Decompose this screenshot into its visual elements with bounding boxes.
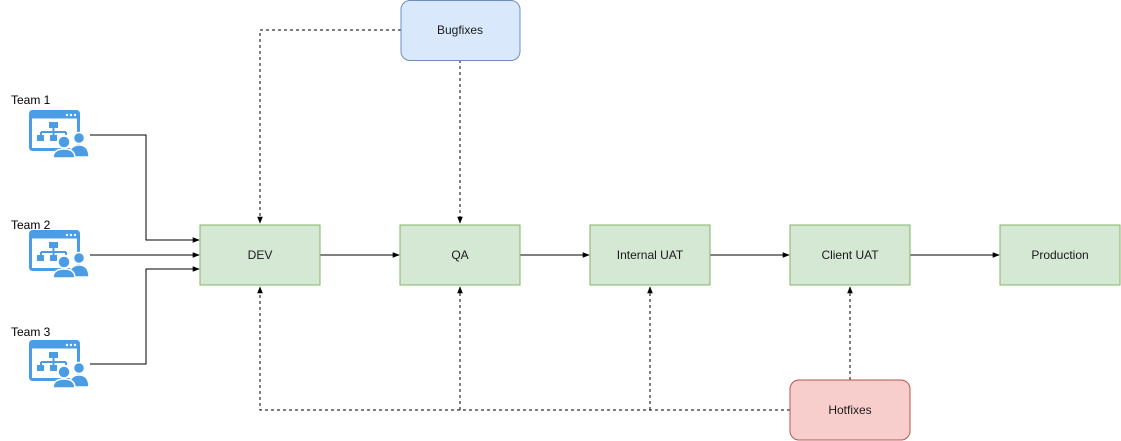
stage-internal-uat-box <box>589 224 711 286</box>
stage-internal-uat-label: Internal UAT <box>617 248 684 262</box>
team3-to-dev-edge <box>90 266 200 365</box>
bugfixes-node[interactable]: Bugfixes <box>400 0 521 61</box>
team-org-chart-icon <box>29 230 91 278</box>
team-1: Team 1 <box>11 93 91 158</box>
hotfixes-to-dev-edge <box>257 286 790 411</box>
team-3: Team 3 <box>11 325 91 388</box>
team-org-chart-icon <box>29 340 91 388</box>
bugfixes-to-dev-edge <box>257 29 401 224</box>
hotfixes-node[interactable]: Hotfixes <box>789 379 911 441</box>
stage-dev-label: DEV <box>248 248 273 262</box>
stage-production-label: Production <box>1031 248 1088 262</box>
stage-dev[interactable]: DEV <box>199 224 321 286</box>
stage-client-uat-box <box>789 224 911 286</box>
stage-production-box <box>999 224 1121 286</box>
team1-to-dev-edge <box>90 134 200 243</box>
team-2: Team 2 <box>11 218 91 278</box>
stage-dev-box <box>199 224 321 286</box>
team-org-chart-icon <box>29 110 91 158</box>
team-3-label: Team 3 <box>11 325 51 339</box>
hotfixes-label: Hotfixes <box>828 403 871 417</box>
stage-production[interactable]: Production <box>999 224 1121 286</box>
team-2-label: Team 2 <box>11 218 51 232</box>
stage-qa[interactable]: QA <box>399 224 521 286</box>
team-1-label: Team 1 <box>11 93 51 107</box>
bugfixes-label: Bugfixes <box>437 23 483 37</box>
bugfixes-box <box>400 0 521 61</box>
stage-internal-uat[interactable]: Internal UAT <box>589 224 711 286</box>
stage-client-uat-label: Client UAT <box>821 248 879 262</box>
stage-qa-box <box>399 224 521 286</box>
stage-client-uat[interactable]: Client UAT <box>789 224 911 286</box>
stage-qa-label: QA <box>451 248 468 262</box>
hotfixes-box <box>789 379 911 441</box>
